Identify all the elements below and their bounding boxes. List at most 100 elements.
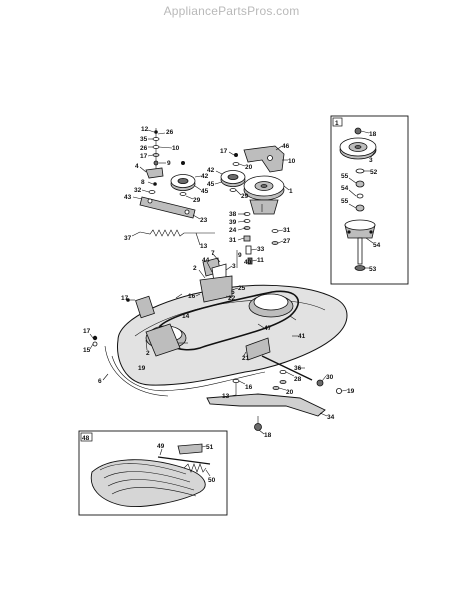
- callout-13-lower: 13: [222, 393, 230, 400]
- callout-54-lower: 54: [373, 242, 381, 249]
- callout-3-center: 3: [232, 263, 236, 270]
- callout-22: 22: [228, 295, 236, 302]
- callout-46: 46: [282, 143, 290, 150]
- callout-43: 43: [124, 194, 132, 201]
- callout-50: 50: [208, 477, 216, 484]
- spindle-spacer: [356, 193, 364, 199]
- callout-17-top-left: 17: [140, 153, 148, 160]
- callout-52: 52: [370, 169, 378, 176]
- spindle-hub: [354, 265, 366, 271]
- discharge-chute: [90, 459, 206, 507]
- callout-51: 51: [206, 444, 214, 451]
- callout-17-side: 17: [83, 328, 91, 335]
- callout-23: 23: [200, 217, 208, 224]
- mower-blade: [206, 393, 326, 417]
- chute-bracket: [177, 443, 203, 455]
- callout-18-spindle: 18: [369, 131, 377, 138]
- callout-25: 25: [238, 285, 246, 292]
- site-watermark: AppliancePartsPros.com: [163, 4, 300, 18]
- callout-27: 27: [283, 238, 291, 245]
- callout-8: 8: [141, 179, 145, 186]
- callout-20-center: 20: [245, 164, 253, 171]
- callout-55-lower: 55: [341, 198, 349, 205]
- callout-29-left: 29: [193, 197, 201, 204]
- deck-skirt: [111, 355, 266, 392]
- spindle-nut: [354, 127, 362, 135]
- callout-18-blade: 18: [264, 432, 272, 439]
- spindle-washer: [355, 168, 365, 174]
- front-baffle: [135, 295, 155, 319]
- rod-washer: [335, 387, 342, 394]
- callout-17-center: 17: [220, 148, 228, 155]
- idler-arm: [139, 196, 196, 219]
- callout-55-upper: 55: [341, 173, 349, 180]
- callout-11: 11: [257, 257, 264, 264]
- callout-44: 44: [202, 257, 210, 264]
- callout-5: 5: [231, 289, 235, 296]
- deck-rod: [261, 355, 313, 381]
- callout-42-left: 42: [201, 173, 209, 180]
- spindle-inset: 1 18 3 52 55 54 55 54: [330, 115, 409, 285]
- callout-2-lower: 2: [146, 350, 150, 357]
- mower-deck: 7 44 3 2 25 22 5 16 17 47 14 41 17 15 6 …: [83, 250, 355, 397]
- callout-10-right: 10: [288, 158, 296, 165]
- idler-spring: [139, 229, 215, 237]
- callout-31-lower: 31: [229, 237, 237, 244]
- callout-26-mid: 26: [140, 145, 148, 152]
- callout-42-center: 42: [207, 167, 215, 174]
- callout-2-upper: 2: [193, 265, 197, 272]
- chute-hinge-rod: [157, 456, 211, 465]
- bracket-part-21: [245, 337, 271, 361]
- spindle-inset-tag: 1: [335, 120, 339, 127]
- callout-9-center: 9: [238, 252, 242, 259]
- rod-nut: [316, 379, 324, 387]
- callout-4: 4: [135, 163, 139, 170]
- spindle-bearing-upper: [355, 180, 365, 188]
- callout-53: 53: [369, 266, 377, 273]
- bracket-part-4: [145, 167, 164, 179]
- callout-14: 14: [182, 313, 190, 320]
- callout-3-spindle: 3: [369, 157, 373, 164]
- callout-34: 34: [327, 414, 335, 421]
- callout-32: 32: [134, 187, 142, 194]
- callout-33: 33: [257, 246, 265, 253]
- callout-19-right: 19: [347, 388, 355, 395]
- callout-45-left: 45: [201, 188, 209, 195]
- callout-16-upper: 16: [188, 293, 196, 300]
- callout-36: 36: [294, 365, 302, 372]
- callout-41: 41: [298, 333, 306, 340]
- callout-49: 49: [157, 443, 165, 450]
- callout-20-lower: 20: [286, 389, 294, 396]
- callout-35: 35: [140, 136, 148, 143]
- callout-10-left: 10: [172, 145, 180, 152]
- callout-30: 30: [326, 374, 334, 381]
- chute-spring: [183, 463, 207, 473]
- spindle-bearing-mid: [355, 204, 365, 212]
- callout-40: 40: [244, 259, 252, 266]
- callout-31-upper: 31: [283, 227, 291, 234]
- callout-24: 24: [229, 227, 237, 234]
- shield-inset-tag: 48: [82, 435, 90, 442]
- bracket-part-25: [199, 275, 233, 303]
- callout-38: 38: [229, 211, 237, 218]
- callout-19-left: 19: [138, 365, 146, 372]
- shield-inset: 48 49 51 50: [78, 430, 228, 516]
- callout-45-center: 45: [207, 181, 215, 188]
- callout-54-upper: 54: [341, 185, 349, 192]
- callout-17-deck: 17: [121, 295, 129, 302]
- callout-16-lower: 16: [245, 384, 253, 391]
- deck-spindle-housing: [249, 199, 279, 215]
- callout-6: 6: [98, 378, 102, 385]
- bracket-part-46: [243, 145, 285, 173]
- callout-28: 28: [294, 376, 302, 383]
- callout-29-center: 29: [241, 193, 249, 200]
- center-idler-assembly: 17 20 46 10 42 45 29 38 39 24 31 31 27 3…: [207, 143, 296, 268]
- callout-47: 47: [264, 325, 272, 332]
- callout-39: 39: [229, 219, 237, 226]
- callout-37: 37: [124, 235, 132, 242]
- callout-1: 1: [289, 188, 293, 195]
- callout-26-top: 26: [166, 129, 174, 136]
- callout-7: 7: [211, 250, 215, 257]
- callout-15: 15: [83, 347, 91, 354]
